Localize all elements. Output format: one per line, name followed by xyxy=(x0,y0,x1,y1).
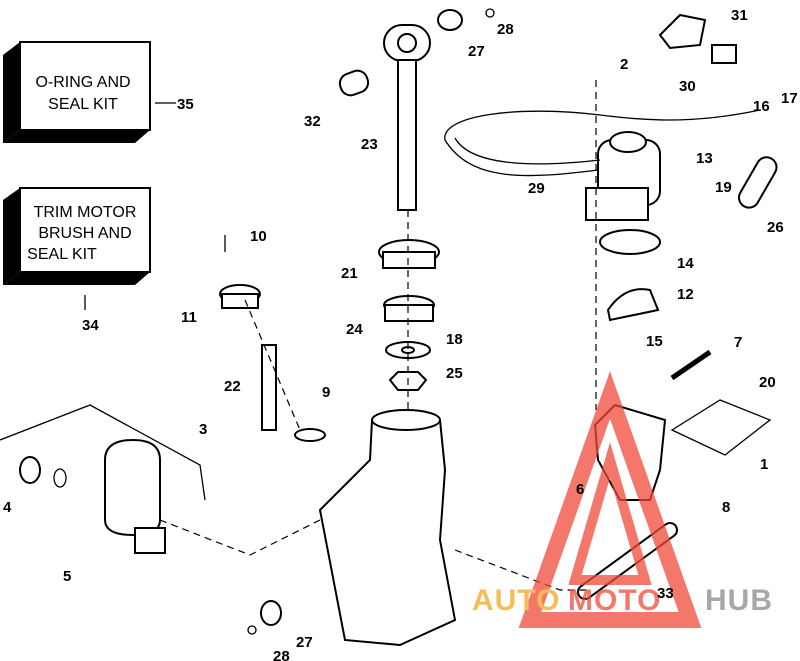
callout-13: 13 xyxy=(696,150,713,167)
callout-31: 31 xyxy=(731,7,748,24)
callout-28-bottom: 28 xyxy=(273,648,290,661)
callout-29: 29 xyxy=(528,180,545,197)
kit-label-line: BRUSH AND xyxy=(38,225,131,242)
callout-34: 34 xyxy=(82,317,99,334)
callout-21: 21 xyxy=(341,265,358,282)
callout-20: 20 xyxy=(759,374,776,391)
callout-4: 4 xyxy=(3,499,12,516)
callout-26: 26 xyxy=(767,219,784,236)
kit-box-oring-seal: O-RING AND SEAL KIT xyxy=(3,41,151,143)
callout-32: 32 xyxy=(304,113,321,130)
callout-6: 6 xyxy=(576,481,584,498)
watermark-logo: AUTO MOTO HUB xyxy=(472,371,773,628)
callouts: 31 28 27 2 30 16 17 35 32 23 13 19 29 26… xyxy=(3,7,798,661)
callout-25: 25 xyxy=(446,365,463,382)
callout-14: 14 xyxy=(677,255,694,272)
callout-9: 9 xyxy=(322,384,330,401)
callout-35: 35 xyxy=(177,96,194,113)
callout-23: 23 xyxy=(361,136,378,153)
callout-12: 12 xyxy=(677,286,694,303)
callout-28: 28 xyxy=(497,21,514,38)
callout-17: 17 xyxy=(781,90,798,107)
kit-label-line: SEAL KIT xyxy=(27,246,97,263)
watermark-hub: HUB xyxy=(705,584,773,617)
callout-2: 2 xyxy=(620,56,628,73)
callout-10: 10 xyxy=(250,228,267,245)
callout-1: 1 xyxy=(760,456,768,473)
kit-label-line: O-RING AND xyxy=(35,74,130,91)
kit-label-line: SEAL KIT xyxy=(48,96,118,113)
callout-7: 7 xyxy=(734,334,742,351)
callout-15: 15 xyxy=(646,333,663,350)
callout-16: 16 xyxy=(753,98,770,115)
callout-33: 33 xyxy=(657,585,674,602)
callout-27: 27 xyxy=(468,43,485,60)
callout-5: 5 xyxy=(63,568,71,585)
kit-label-line: TRIM MOTOR xyxy=(34,204,137,221)
callout-3: 3 xyxy=(199,421,207,438)
watermark-moto: MOTO xyxy=(568,584,661,617)
callout-18: 18 xyxy=(446,331,463,348)
callout-30: 30 xyxy=(679,78,696,95)
callout-11: 11 xyxy=(181,309,197,326)
callout-27-bottom: 27 xyxy=(296,634,313,651)
callout-22: 22 xyxy=(224,378,241,395)
kit-box-trim-motor: TRIM MOTOR BRUSH AND SEAL KIT xyxy=(3,187,151,285)
callout-24: 24 xyxy=(346,321,363,338)
watermark-auto: AUTO xyxy=(472,584,560,617)
callout-19: 19 xyxy=(715,179,732,196)
callout-8: 8 xyxy=(722,499,730,516)
